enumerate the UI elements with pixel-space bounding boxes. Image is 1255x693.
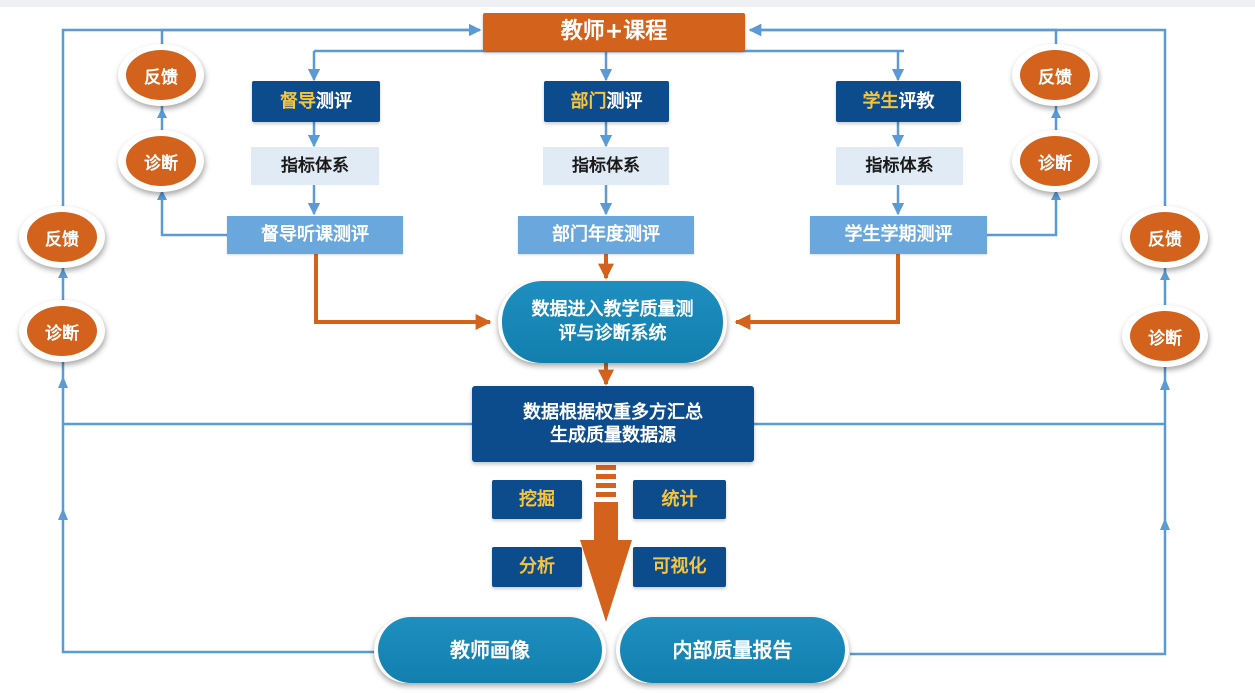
data-summary-line2: 生成质量数据源 (550, 425, 676, 446)
student-eval-rest: 评教 (898, 90, 935, 112)
feedback-circle-outer-right: 反馈 (1122, 206, 1208, 268)
op-mining: 挖掘 (492, 480, 582, 519)
feedback-label: 反馈 (27, 212, 97, 262)
diagnosis-circle-inner-left: 诊断 (118, 130, 204, 192)
loop-arrowhead (1051, 190, 1061, 200)
diagnosis-label: 诊断 (1020, 136, 1090, 186)
data-summary-line1: 数据根据权重多方汇总 (523, 401, 703, 423)
student-index-box: 指标体系 (836, 147, 963, 185)
quality-system-pill: 数据进入教学质量测 评与诊断系统 (498, 281, 727, 363)
student-eval-box: 学生评教 (836, 81, 961, 122)
quality-system-line1: 数据进入教学质量测 (531, 298, 694, 320)
supervisor-eval-rest: 测评 (316, 90, 352, 112)
teacher-course-title: 教师+课程 (483, 13, 745, 51)
op-analysis: 分析 (492, 547, 582, 587)
quality-report-label: 内部质量报告 (620, 617, 845, 683)
supervisor-eval-box: 督导测评 (252, 81, 380, 122)
supervisor-index-box: 指标体系 (251, 147, 379, 185)
loop-arrowhead (157, 190, 167, 200)
outer-left-loop (61, 23, 482, 654)
quality-report-pill: 内部质量报告 (616, 617, 849, 683)
loop-arrowhead (58, 268, 68, 278)
loop-arrowhead (1160, 518, 1170, 530)
data-summary-box: 数据根据权重多方汇总 生成质量数据源 (472, 386, 754, 462)
inner-right-loop (748, 23, 1058, 237)
loop-arrowhead (1051, 108, 1061, 118)
teacher-portrait-label: 教师画像 (378, 617, 602, 683)
diagnosis-label: 诊断 (27, 306, 97, 356)
feedback-label: 反馈 (1130, 212, 1200, 262)
quality-system-line2: 评与诊断系统 (558, 323, 667, 344)
student-eval-highlight: 学生 (862, 90, 899, 112)
teacher-portrait-pill: 教师画像 (374, 617, 606, 683)
diagnosis-label: 诊断 (1130, 311, 1200, 361)
diagnosis-circle-outer-left: 诊断 (19, 300, 105, 362)
department-eval-rest: 测评 (606, 90, 643, 112)
department-result-box: 部门年度测评 (518, 216, 694, 254)
diagnosis-circle-outer-right: 诊断 (1122, 305, 1208, 367)
loop-arrowhead (58, 508, 68, 520)
loop-arrowhead (157, 108, 167, 118)
department-eval-box: 部门测评 (544, 81, 669, 122)
supervisor-eval-highlight: 督导 (280, 90, 316, 112)
orange-left-flow (314, 254, 492, 330)
loop-arrowhead (1160, 270, 1170, 280)
op-visualization: 可视化 (633, 547, 726, 587)
outer-right-loop (748, 23, 1167, 656)
feedback-circle-outer-left: 反馈 (19, 206, 105, 268)
op-statistics: 统计 (633, 480, 726, 519)
department-index-box: 指标体系 (543, 147, 669, 185)
loop-arrowhead (58, 376, 68, 388)
supervisor-result-box: 督导听课测评 (227, 216, 403, 254)
top-band (0, 0, 1255, 7)
feedback-label: 反馈 (1020, 50, 1090, 100)
diagnosis-circle-inner-right: 诊断 (1012, 130, 1098, 192)
feedback-circle-inner-left: 反馈 (118, 44, 204, 106)
inner-left-loop (160, 23, 482, 237)
department-eval-highlight: 部门 (570, 90, 607, 112)
orange-right-flow (734, 254, 900, 330)
student-result-box: 学生学期测评 (810, 216, 987, 254)
feedback-circle-inner-right: 反馈 (1012, 44, 1098, 106)
feedback-label: 反馈 (126, 50, 196, 100)
loop-arrowhead (1160, 378, 1170, 390)
diagnosis-label: 诊断 (126, 136, 196, 186)
big-down-arrow (580, 465, 632, 622)
